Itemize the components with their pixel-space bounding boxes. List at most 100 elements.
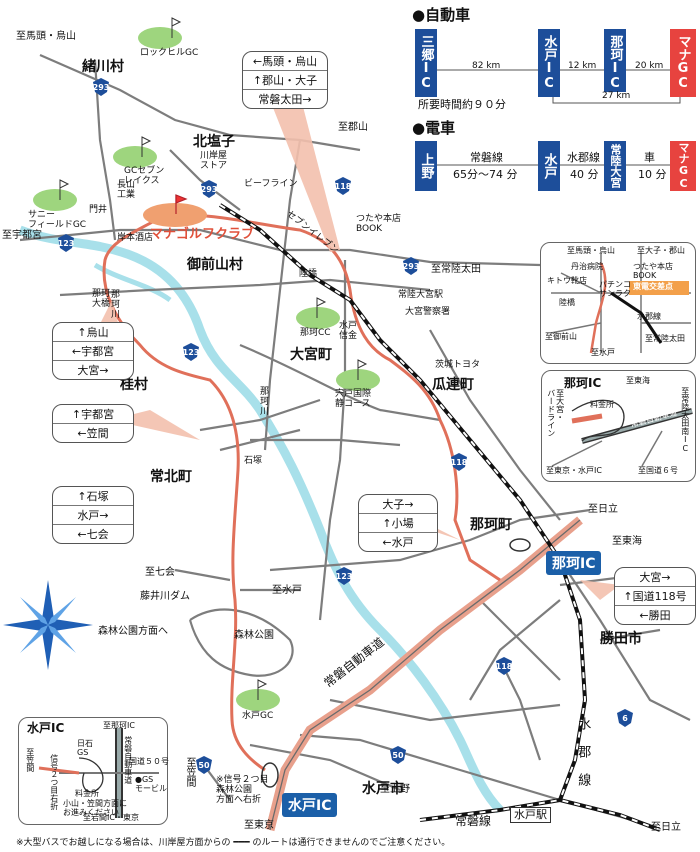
sign-line: ←勝田 bbox=[615, 605, 695, 624]
route-293-a: 293 bbox=[92, 83, 110, 92]
line-car: 車 bbox=[644, 151, 655, 164]
station-mito-ic: 水戸IC bbox=[538, 29, 560, 97]
to-mito-road: 至水戸 bbox=[272, 585, 302, 596]
station-ueno: 上野 bbox=[415, 141, 437, 191]
inset-tanji-hospital: 丹治病院 bbox=[571, 262, 603, 271]
inset-to-tokyo: 至東京・水戸IC bbox=[546, 466, 602, 475]
time-joban: 65分〜74 分 bbox=[453, 168, 518, 181]
naka-ohashi: 那珂 大橋 bbox=[92, 289, 111, 309]
sign-kitashioko: ←馬頭・烏山 ↑郡山・大子 常磐太田→ bbox=[242, 51, 328, 109]
sign-line: 常磐太田→ bbox=[243, 89, 327, 108]
inset-to-daigo: 至大子・郡山 bbox=[637, 246, 685, 255]
inset-omiya: 至馬頭・烏山 至大子・郡山 丹治病院 キトウ靴店 パチンコ サンラク 陸橋 つた… bbox=[540, 242, 696, 364]
line-suigun: 水郡線 bbox=[567, 151, 600, 164]
to-shinrin-koen: 森林公園方面へ bbox=[98, 626, 168, 637]
mito-ic-label: 水戸IC bbox=[282, 793, 338, 817]
route-50-b: 50 bbox=[392, 751, 404, 760]
dist-27: 27 km bbox=[600, 91, 633, 102]
inset-naka-ic-map bbox=[551, 399, 693, 467]
station-misato-ic: 三郷IC bbox=[415, 29, 437, 97]
route-123-a: 123 bbox=[57, 239, 75, 248]
to-kasama: 至笠間 bbox=[184, 757, 195, 787]
inset-mito-ic-title: 水戸IC bbox=[27, 721, 65, 735]
to-utsunomiya: 至宇都宮 bbox=[2, 230, 42, 241]
mito-station: 水戸駅 bbox=[510, 807, 551, 824]
station-naka-ic: 那珂IC bbox=[604, 29, 626, 97]
inset-note: 小山・笠間方面に お進みください bbox=[63, 799, 127, 817]
place-ogawa: 緒川村 bbox=[82, 59, 124, 75]
car-heading: ●自動車 bbox=[412, 6, 471, 24]
mito-shinkin: 水戸 信金 bbox=[339, 321, 358, 341]
golf-courses bbox=[33, 27, 380, 711]
sign-line: ↑石塚 bbox=[77, 490, 109, 503]
nakagawa-upper: 那 珂 川 bbox=[111, 290, 121, 320]
inset-to-mito: 至水戸 bbox=[591, 348, 615, 357]
inset-to-hitachiota: 至常陸太田 bbox=[645, 334, 685, 343]
inset-nikko-gs: 日石 GS bbox=[77, 739, 93, 757]
joban-line-label: 常磐線 bbox=[455, 814, 492, 828]
place-mito-city: 水戸市 bbox=[362, 781, 404, 797]
station-hitachiomiya: 常陸大宮 bbox=[604, 141, 626, 191]
place-naka: 那珂町 bbox=[470, 517, 512, 533]
naka-river bbox=[18, 225, 504, 814]
route-123-b: 123 bbox=[182, 348, 200, 357]
car-time: 所要時間約９０分 bbox=[418, 98, 506, 111]
naka-cc: 那珂CC bbox=[300, 328, 331, 338]
route-123-c: 123 bbox=[335, 572, 353, 581]
sign-line: ↑国道118号 bbox=[615, 586, 695, 605]
naka-ic-label: 那珂IC bbox=[546, 551, 602, 575]
to-hitachi: 至日立 bbox=[588, 504, 618, 515]
route-6: 6 bbox=[622, 714, 628, 723]
rikubashi: 陸橋 bbox=[299, 269, 318, 279]
mito-gc: 水戸GC bbox=[242, 711, 274, 721]
inset-gs-mobil: ●GS モービル bbox=[135, 775, 167, 793]
sign-johoku: ↑石塚 水戸→ ←七会 bbox=[52, 486, 134, 544]
route-118-c: 118 bbox=[495, 662, 513, 671]
station-mito: 水戸 bbox=[538, 141, 560, 191]
sign-line: ←笠間 bbox=[53, 423, 133, 442]
sunny-field-gc: サニー フィールドGC bbox=[28, 210, 87, 230]
suigun-line-label: 水 郡 線 bbox=[575, 717, 591, 786]
line-joban: 常磐線 bbox=[470, 151, 503, 164]
to-bato-karasuyama: 至馬頭・烏山 bbox=[16, 31, 76, 42]
sign-naka-ic: 大宮→ ↑国道118号 ←勝田 bbox=[614, 567, 696, 625]
inset-to-bato: 至馬頭・烏山 bbox=[567, 246, 615, 255]
inset-to-kasama: 至笠間 bbox=[25, 748, 35, 772]
inset-rikubashi: 陸橋 bbox=[559, 298, 575, 307]
shinrin-koen: 森林公園 bbox=[234, 630, 274, 641]
sign-line: ←七会 bbox=[53, 524, 133, 543]
inset-omiya-map bbox=[550, 253, 691, 354]
place-kitashioko: 北塩子 bbox=[193, 134, 235, 150]
suigun-railway bbox=[218, 203, 588, 801]
inset-route6: 至国道６号 bbox=[638, 466, 678, 475]
inset-sign-text: 信号２つ目右折 bbox=[49, 754, 59, 810]
compass-rose bbox=[3, 580, 93, 670]
gc-seven-lakes: GCセブン レイクス bbox=[124, 166, 165, 186]
to-tokai: 至東海 bbox=[612, 536, 642, 547]
nagayama-kogyo: 長山 工業 bbox=[117, 180, 136, 200]
to-ueno: 至上野 bbox=[380, 784, 410, 795]
sign-line: 大子→ bbox=[382, 498, 414, 511]
omiya-police: 大宮警察署 bbox=[405, 307, 451, 317]
ibaraki-toyota: 茨城トヨタ bbox=[435, 360, 481, 370]
inset-kitoya: キトウ靴店 bbox=[547, 276, 587, 285]
recommended-route-north bbox=[164, 213, 501, 582]
sign-line: 大宮→ bbox=[639, 571, 671, 584]
sign-line: 大宮→ bbox=[53, 360, 133, 379]
place-johoku: 常北町 bbox=[150, 469, 192, 485]
route-shields bbox=[58, 78, 633, 774]
dist-12: 12 km bbox=[568, 61, 597, 71]
shishido-gc: 宍戸国際 静コース bbox=[335, 389, 372, 409]
time-suigun: 40 分 bbox=[570, 168, 599, 181]
inset-to-naka-ic: 至那珂IC bbox=[103, 721, 135, 730]
joban-railway bbox=[419, 797, 661, 832]
inset-mito-ic: 水戸IC 至那珂IC 国道５０号 日石 GS ●GS モービル 料金所 至笠間 … bbox=[18, 717, 169, 825]
place-omiya: 大宮町 bbox=[290, 347, 332, 363]
to-hitachiota: 至常陸太田 bbox=[431, 264, 481, 275]
sign-ohashi: ↑烏山 ←宇都宮 大宮→ bbox=[52, 322, 134, 380]
nakagawa-lower: 那 珂 川 bbox=[260, 387, 270, 417]
time-car: 10 分 bbox=[638, 168, 667, 181]
sign-naka: 大子→ ↑小場 ←水戸 bbox=[358, 494, 438, 552]
mana-golf-club: マナゴルフクラブ bbox=[150, 227, 255, 242]
